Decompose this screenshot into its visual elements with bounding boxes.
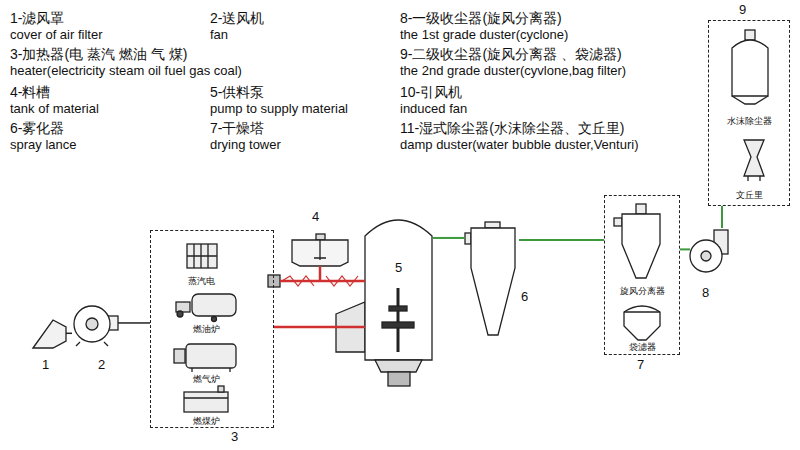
part-name-zh: 6-雾化器 [10, 120, 64, 136]
equipment-label: 燃气炉 [166, 374, 246, 384]
part-name-zh: 10-引风机 [400, 84, 462, 100]
equipment-node: 燃气炉 [166, 338, 246, 384]
part-name-en: cover of air filter [10, 28, 102, 43]
dashed-group-box: 旋风分离器袋滤器7 [604, 195, 680, 355]
equipment-node: 1 [30, 318, 66, 352]
pipe-connector [519, 239, 604, 241]
pipe-connector [680, 248, 690, 250]
equipment-node: 袋滤器 [614, 300, 670, 352]
pipe-connector [320, 266, 365, 281]
equipment-node: 水沫除尘器 [716, 26, 782, 126]
callout-number: 8 [702, 286, 709, 301]
equipment-node: 燃煤炉 [166, 386, 246, 426]
equipment-node: 蒸汽电 [176, 240, 226, 286]
equipment-node: 6 [465, 222, 519, 337]
dashed-group-box: 蒸汽电燃油炉燃气炉燃煤炉3 [150, 230, 274, 428]
equipment-node: 旋风分离器 [612, 200, 672, 296]
part-name-zh: 5-供料泵 [210, 84, 264, 100]
callout-number: 4 [312, 210, 319, 225]
pipe-connector [66, 333, 72, 335]
part-name-zh: 3-加热器(电 蒸汽 燃油 气 煤) [10, 46, 187, 62]
equipment-label: 燃煤炉 [166, 416, 246, 426]
callout-number: 1 [42, 358, 49, 373]
equipment-label: 蒸汽电 [176, 276, 226, 286]
part-name-zh: 2-送风机 [210, 10, 264, 26]
pipe-connector [274, 326, 365, 329]
part-name-en: heater(electricity steam oil fuel gas co… [10, 64, 242, 79]
equipment-label: 袋滤器 [614, 342, 670, 352]
part-name-zh: 11-湿式除尘器(水沫除尘器、文丘里) [400, 120, 625, 136]
equipment-label: 燃油炉 [166, 324, 246, 334]
part-name-en: induced fan [400, 102, 467, 117]
callout-number: 6 [521, 290, 528, 305]
pipe-connector [721, 206, 723, 228]
equipment-label: 文丘里 [724, 190, 774, 200]
equipment-node: 文丘里 [724, 132, 774, 200]
part-name-en: fan [210, 28, 228, 43]
equipment-node: 8 [690, 228, 730, 278]
equipment-label: 水沫除尘器 [716, 116, 782, 126]
pipe-connector [118, 322, 150, 324]
dashed-group-box: 水沫除尘器文丘里9 [708, 20, 790, 206]
callout-number: 7 [637, 358, 644, 373]
callout-number: 2 [98, 358, 105, 373]
part-name-en: drying tower [210, 138, 281, 153]
equipment-label: 旋风分离器 [612, 286, 672, 296]
part-name-zh: 8-一级收尘器(旋风分离器) [400, 10, 562, 26]
callout-number: 3 [231, 430, 238, 445]
equipment-node: 燃油炉 [166, 290, 246, 334]
equipment-node: 2 [72, 298, 118, 346]
part-name-zh: 7-干燥塔 [210, 120, 264, 136]
part-name-en: the 1st grade duster(cyclone) [400, 28, 568, 43]
part-name-en: the 2nd grade duster(cyvlone,bag filter) [400, 64, 626, 79]
part-name-en: spray lance [10, 138, 76, 153]
callout-number: 5 [395, 261, 402, 276]
part-name-en: tank of material [10, 102, 99, 117]
pipe-connector [433, 237, 465, 239]
part-name-zh: 1-滤风罩 [10, 10, 64, 26]
part-name-zh: 4-料槽 [10, 84, 50, 100]
part-name-en: pump to supply material [210, 102, 348, 117]
callout-number: 9 [739, 3, 746, 18]
part-name-zh: 9-二级收尘器(旋风分离器 、袋滤器) [400, 46, 622, 62]
equipment-node: 5 [365, 215, 433, 385]
equipment-node: 4 [290, 232, 350, 266]
part-name-en: damp duster(water bubble duster,Venturi) [400, 138, 638, 153]
